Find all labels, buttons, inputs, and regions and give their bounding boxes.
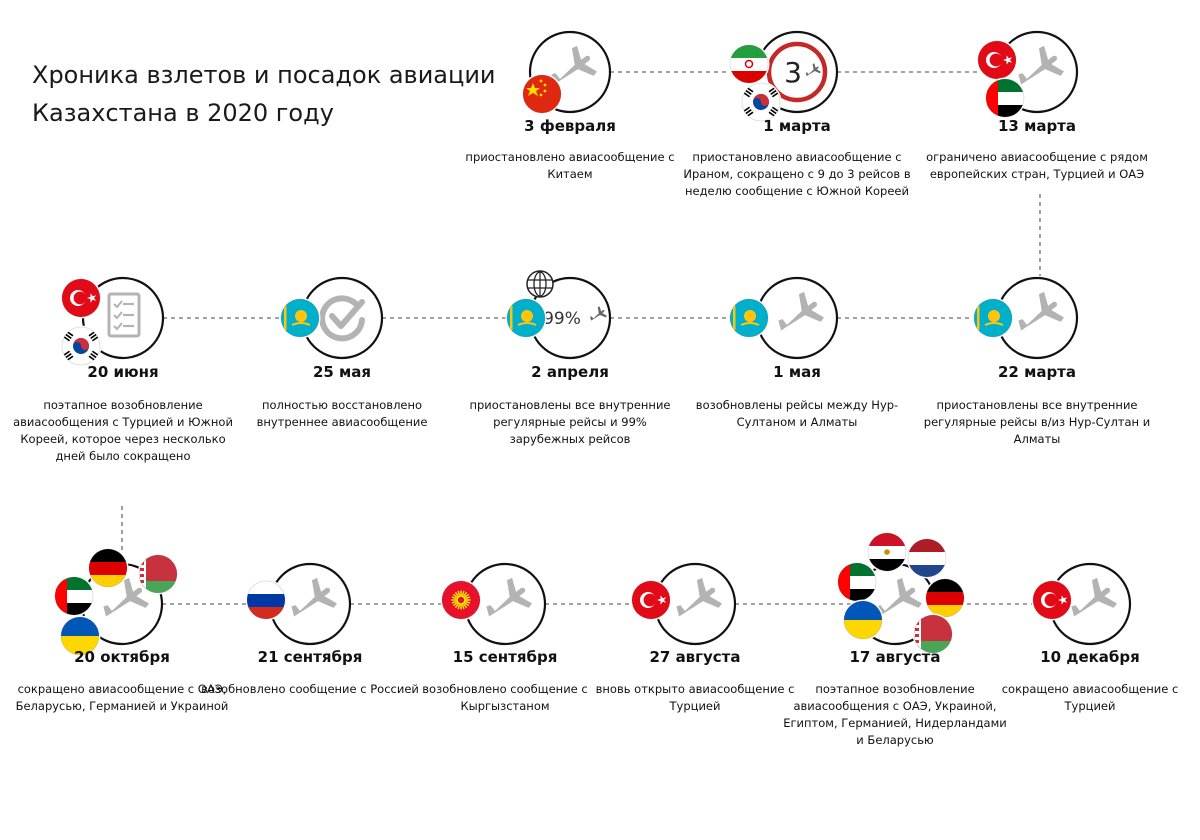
event-description-mar13: ограничено авиасообщение с рядом европей…: [926, 150, 1148, 181]
flag-germany-icon: [87, 547, 129, 589]
flag-turkey-icon: [976, 39, 1018, 81]
event-date-sep15: 15 сентября: [452, 648, 558, 666]
event-description-oct20: сокращено авиасообщение с ОАЭ, Беларусью…: [15, 682, 229, 713]
limit-3-sign-icon: 3: [766, 41, 828, 103]
event-description-dec10: сокращено авиасообщение с Турцией: [1001, 682, 1179, 713]
check-icon: [319, 295, 365, 342]
event-description-sep15: возобновлено сообщение с Кыргызстаном: [422, 682, 588, 713]
plane-icon: [103, 577, 149, 617]
flag-turkey-icon: [1031, 579, 1073, 621]
title-line-1: Хроника взлетов и посадок авиации: [32, 61, 496, 89]
flag-russia-icon: [245, 579, 287, 621]
checklist-icon: [107, 292, 141, 338]
title-line-2: Казахстана в 2020 году: [32, 99, 334, 127]
flag-uae-icon: [836, 561, 878, 603]
event-date-may25: 25 мая: [312, 363, 372, 381]
event-description-may1: возобновлены рейсы между Нур-Султаном и …: [695, 398, 899, 429]
event-node-jun20: [60, 276, 165, 367]
event-description-aug27: вновь открыто авиасообщение с Турцией: [595, 682, 795, 713]
flag-kazakhstan-icon: [728, 297, 770, 339]
event-node-dec10: [1031, 562, 1132, 646]
plane-icon: [1018, 291, 1064, 331]
event-description-mar1: приостановлено авиасообщение с Ираном, с…: [683, 150, 911, 198]
flag-belarus-icon: [912, 613, 954, 655]
flag-turkey-icon: [60, 277, 102, 319]
flag-south-korea-icon: [740, 81, 782, 123]
event-description-feb3: приостановлено авиасообщение с Китаем: [465, 150, 675, 181]
plane-icon: [1018, 45, 1064, 85]
flag-uae-icon: [984, 77, 1026, 119]
event-node-feb3: [521, 30, 612, 115]
event-description-jun20: поэтапное возобновление авиасообщения с …: [13, 398, 233, 463]
plane-icon: [1071, 577, 1117, 617]
event-date-feb3: 3 февраля: [524, 117, 616, 135]
limit-3-sign-number: 3: [784, 56, 802, 89]
flag-ukraine-icon: [842, 599, 884, 641]
event-date-jun20: 20 июня: [87, 363, 159, 381]
event-node-sep21: [245, 562, 352, 646]
event-date-aug17: 17 августа: [849, 648, 941, 666]
event-date-sep21: 21 сентября: [257, 648, 363, 666]
event-date-dec10: 10 декабря: [1040, 648, 1140, 666]
flag-china-icon: [521, 73, 563, 115]
event-date-mar22: 22 марта: [997, 363, 1077, 381]
event-date-aug27: 27 августа: [649, 648, 741, 666]
event-date-may1: 1 мая: [773, 363, 821, 381]
plane-icon: [778, 291, 824, 331]
event-node-aug27: [630, 562, 737, 646]
event-description-sep21: возобновлено сообщение с Россией: [201, 682, 419, 696]
event-node-oct20: [53, 547, 179, 657]
event-date-mar13: 13 марта: [997, 117, 1077, 135]
flag-uae-icon: [53, 575, 95, 617]
event-node-mar1: 3: [728, 30, 839, 123]
event-date-oct20: 20 октября: [74, 648, 170, 666]
event-node-may25: [279, 276, 384, 360]
flag-iran-icon: [728, 43, 770, 85]
infographic-title: Хроника взлетов и посадок авиации Казахс…: [32, 56, 496, 132]
event-description-aug17: поэтапное возобновление авиасообщения с …: [783, 682, 1007, 747]
event-node-mar13: [976, 30, 1079, 119]
event-description-may25: полностью восстановлено внутреннее авиас…: [256, 398, 428, 429]
plane-icon: [676, 577, 722, 617]
globe-icon: 99%: [526, 270, 607, 329]
flag-kyrgyzstan-icon: [440, 579, 482, 621]
flag-netherlands-icon: [906, 537, 948, 579]
flag-kazakhstan-icon: [972, 297, 1014, 339]
event-node-mar22: [972, 276, 1079, 360]
flag-kazakhstan-icon: [505, 297, 547, 339]
event-node-apr2: 99%: [505, 270, 612, 360]
event-description-apr2: приостановлены все внутренние регулярные…: [469, 398, 671, 446]
flag-germany-icon: [924, 577, 966, 619]
event-node-aug17: [836, 531, 966, 655]
flag-turkey-icon: [630, 579, 672, 621]
flag-kazakhstan-icon: [279, 297, 321, 339]
event-date-mar1: 1 марта: [763, 117, 831, 135]
event-description-mar22: приостановлены все внутренние регулярные…: [923, 398, 1151, 446]
flag-ukraine-icon: [59, 615, 101, 657]
event-date-apr2: 2 апреля: [531, 363, 609, 381]
plane-icon: [291, 577, 337, 617]
plane-icon: [486, 577, 532, 617]
event-node-sep15: [440, 562, 547, 646]
timeline-nodes: 3 99%: [53, 30, 1132, 657]
event-node-may1: [728, 276, 839, 360]
flag-egypt-icon: [866, 531, 908, 573]
percent-99-label: 99%: [543, 309, 581, 329]
flag-south-korea-icon: [60, 325, 102, 367]
